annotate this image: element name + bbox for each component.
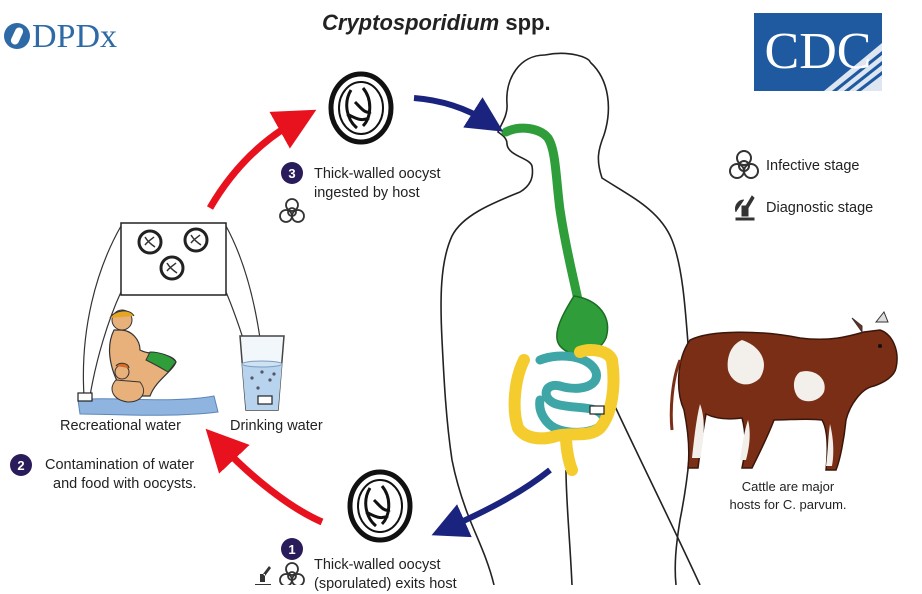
pool-water	[78, 396, 218, 415]
biohazard-icon	[730, 151, 758, 178]
stage-3-biohazard-icon	[280, 199, 304, 222]
small-intestine	[540, 356, 604, 432]
stage-2-label-line1: Contamination of water	[45, 456, 194, 475]
stage-1-label-line1: Thick-walled oocyst	[314, 556, 441, 575]
stage-3-label-line1: Thick-walled oocyst	[314, 165, 441, 184]
stage-3-label-line2: ingested by host	[314, 184, 420, 203]
stage-1-microscope-icon	[255, 566, 271, 585]
oocyst-exits	[350, 472, 410, 540]
red-arrow-to-stage-2	[220, 444, 322, 522]
stage-2-badge: 2	[10, 454, 32, 476]
stage-3-badge: 3	[281, 162, 303, 184]
drinking-water-label: Drinking water	[230, 417, 323, 436]
legend-infective-label: Infective stage	[766, 157, 860, 176]
legend-diagnostic-label: Diagnostic stage	[766, 199, 873, 218]
oocyst-ingested	[331, 74, 391, 142]
recreational-water-label: Recreational water	[60, 417, 181, 436]
blue-arrow-from-host	[448, 470, 550, 528]
esophagus	[506, 128, 578, 300]
stage-1-badge: 1	[281, 538, 303, 560]
inset-oocyst	[185, 229, 207, 251]
stage-2-label-line2: and food with oocysts.	[53, 475, 196, 494]
cattle-label: Cattle are major hosts for C. parvum.	[718, 478, 858, 514]
cattle-illustration	[671, 312, 897, 470]
stage-1-biohazard-icon	[280, 563, 304, 585]
blue-arrow-to-mouth	[414, 98, 488, 122]
inset-oocyst	[139, 231, 161, 253]
microscope-icon	[735, 196, 754, 220]
inset-oocyst	[161, 257, 183, 279]
